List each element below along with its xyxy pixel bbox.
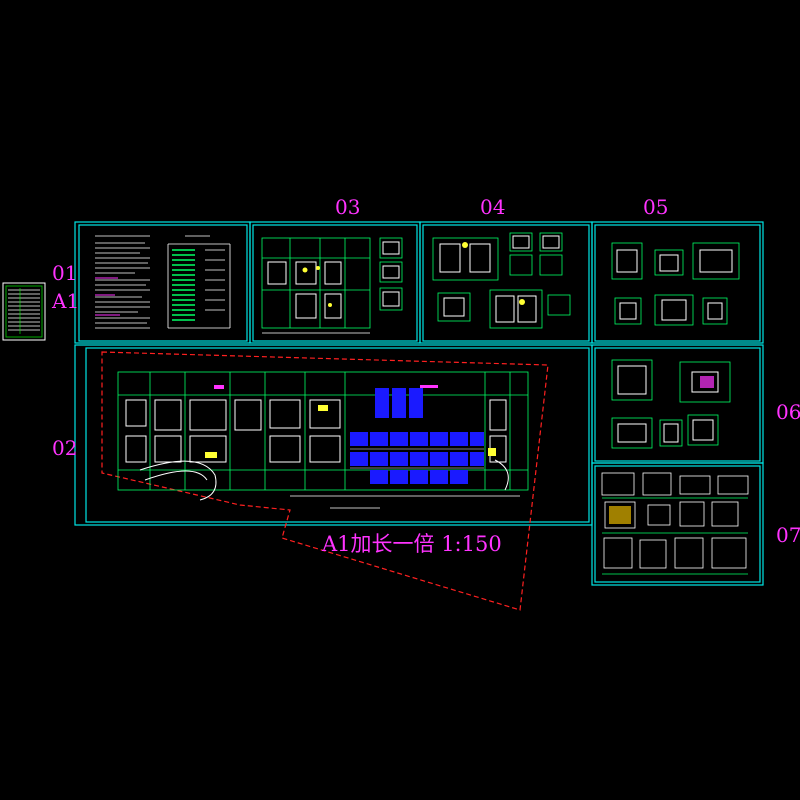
sheet-label-03: 03 [335, 195, 361, 219]
sheet-label-05: 05 [643, 195, 669, 219]
scale-caption: A1加长一倍 1:150 [322, 532, 502, 556]
parking-area [350, 388, 484, 484]
sheet-06-content [611, 359, 731, 449]
sheet-01-content [95, 235, 231, 329]
sheet-label-02: 02 [52, 436, 78, 460]
sheet-05-frame [591, 221, 764, 344]
sheet-label-07: 07 [776, 523, 800, 547]
sheet-05-content [611, 242, 740, 326]
site-boundary [101, 351, 549, 611]
sheet-04-content [432, 232, 571, 329]
sheet-07-frame [591, 462, 764, 586]
sheet-02-content [101, 351, 549, 611]
sheet-label-01: 01 [52, 261, 78, 285]
sheet-label-a1: A1 [52, 289, 80, 313]
sheet-07-content [601, 472, 749, 575]
sheet-03-content [261, 237, 403, 334]
legend-sheet [2, 282, 46, 341]
sheet-label-04: 04 [480, 195, 506, 219]
sheet-label-06: 06 [776, 400, 800, 424]
